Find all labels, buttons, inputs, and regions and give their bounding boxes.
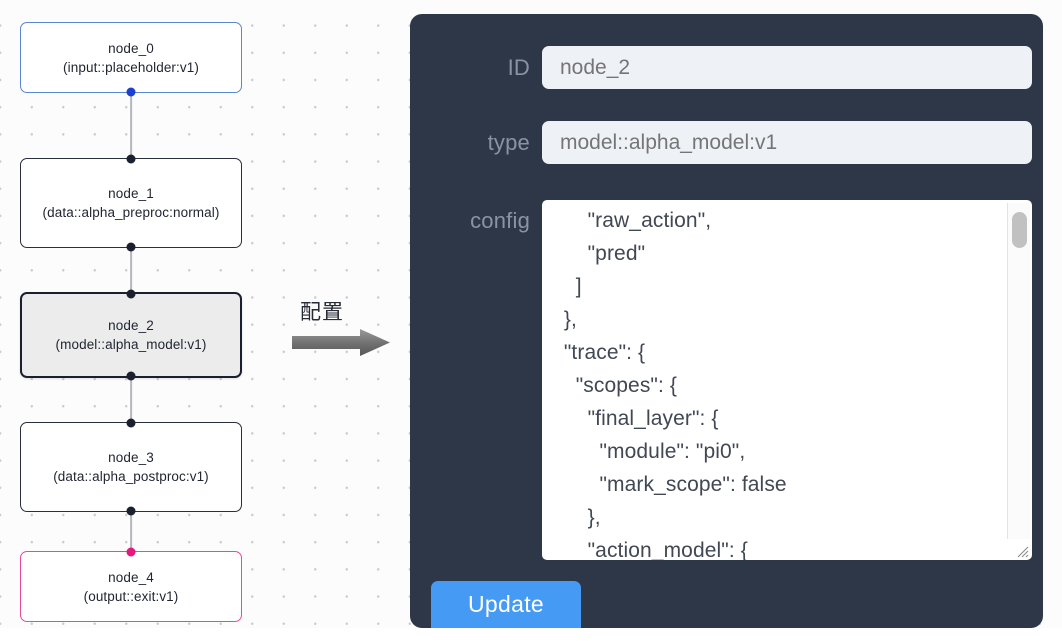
- type-input[interactable]: [542, 121, 1032, 164]
- node-title: node_2: [108, 318, 154, 333]
- node-subtitle: (data::alpha_postproc:v1): [53, 469, 209, 484]
- node-subtitle: (input::placeholder:v1): [63, 59, 199, 75]
- graph-node-node_1[interactable]: node_1 (data::alpha_preproc:normal): [20, 154, 242, 252]
- node-title: node_3: [108, 450, 154, 465]
- graph-node-node_3[interactable]: node_3 (data::alpha_postproc:v1): [20, 418, 242, 516]
- field-row-type: type: [410, 121, 1043, 164]
- node-handle-target[interactable]: [126, 154, 136, 164]
- edge-node0-node1: [130, 93, 132, 158]
- node-handle-source[interactable]: [126, 371, 136, 381]
- node-subtitle: (output::exit:v1): [83, 588, 179, 604]
- graph-node-node_0[interactable]: node_0 (input::placeholder:v1): [20, 22, 242, 97]
- node-title: node_4: [108, 569, 154, 585]
- edge-node3-node4: [130, 512, 132, 551]
- config-textarea[interactable]: [542, 200, 1032, 560]
- node-subtitle: (model::alpha_model:v1): [55, 337, 207, 352]
- type-field-label: type: [487, 129, 530, 155]
- node-subtitle: (data::alpha_preproc:normal): [42, 205, 220, 220]
- config-textarea-wrap: [542, 200, 1032, 560]
- annotation-caption: 配置: [300, 300, 344, 324]
- canvas-bottom-strip: [0, 628, 1062, 643]
- config-scrollbar-track[interactable]: [1007, 203, 1030, 539]
- node-handle-target[interactable]: [126, 289, 136, 299]
- node-handle-source[interactable]: [126, 87, 136, 97]
- annotation-arrow-group: 配置: [292, 296, 402, 366]
- edge-node1-node2: [130, 248, 132, 292]
- node-handle-target[interactable]: [126, 418, 136, 428]
- node-title: node_0: [108, 40, 154, 56]
- config-scrollbar-thumb[interactable]: [1012, 212, 1027, 248]
- edge-node2-node3: [130, 378, 132, 422]
- id-field-label: ID: [507, 54, 530, 80]
- field-row-id: ID: [410, 46, 1043, 89]
- node-handle-source[interactable]: [126, 242, 136, 252]
- graph-node-node_4[interactable]: node_4 (output::exit:v1): [20, 547, 242, 622]
- node-title: node_1: [108, 186, 154, 201]
- id-input[interactable]: [542, 46, 1032, 89]
- update-button[interactable]: Update: [431, 581, 581, 628]
- field-row-config: config: [410, 200, 1043, 560]
- graph-node-node_2[interactable]: node_2 (model::alpha_model:v1): [20, 289, 242, 381]
- right-arrow-icon: [292, 329, 390, 356]
- config-panel: ID type config Update: [410, 14, 1043, 628]
- node-handle-source[interactable]: [126, 506, 136, 516]
- node-handle-target[interactable]: [126, 547, 136, 557]
- resize-grip-icon[interactable]: [1013, 542, 1029, 558]
- config-field-label: config: [470, 208, 530, 233]
